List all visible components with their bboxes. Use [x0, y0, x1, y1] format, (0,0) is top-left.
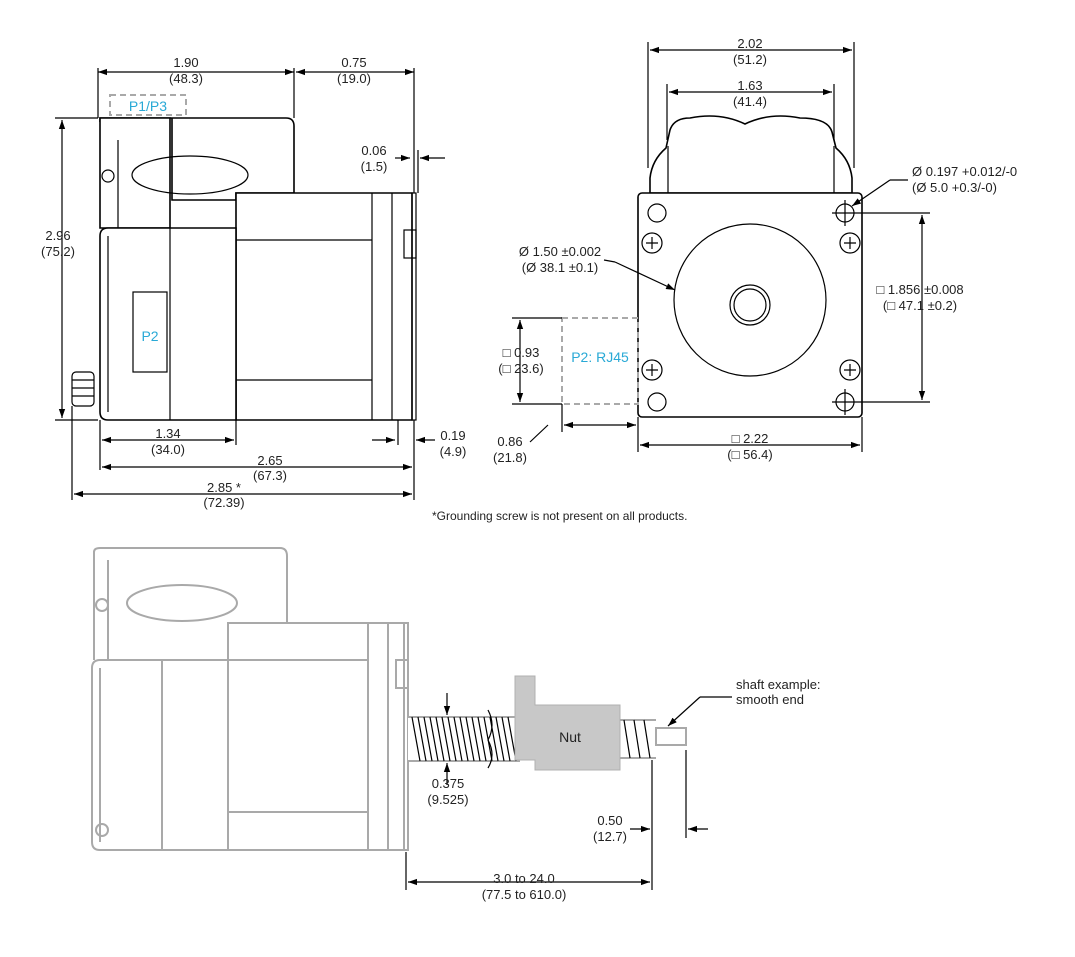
dim-202: 2.02	[737, 36, 762, 51]
dim-222: □ 2.22	[732, 431, 769, 446]
dim-rj-sq-mm: (□ 23.6)	[498, 361, 543, 376]
dim-019: 0.19	[440, 428, 465, 443]
dim-050-mm: (12.7)	[593, 829, 627, 844]
dim-296: 2.96	[45, 228, 70, 243]
dim-rj-sq: □ 0.93	[503, 345, 540, 360]
front-view: 2.02 (51.2) 1.63 (41.4) Ø 0.197 +0.012/-…	[493, 36, 1017, 465]
dim-222-mm: (□ 56.4)	[727, 447, 772, 462]
dim-006-mm: (1.5)	[361, 159, 388, 174]
dim-length-mm: (77.5 to 610.0)	[482, 887, 567, 902]
side-view: 1.90 (48.3) 0.75 (19.0) 0.06 (1.5) 2.96 …	[41, 55, 466, 510]
dim-086-mm: (21.8)	[493, 450, 527, 465]
p2-rj45-label: P2: RJ45	[571, 349, 629, 365]
dim-265-mm: (67.3)	[253, 468, 287, 483]
dim-190-mm: (48.3)	[169, 71, 203, 86]
nut-label: Nut	[559, 729, 581, 745]
dim-086: 0.86	[497, 434, 522, 449]
footnote: *Grounding screw is not present on all p…	[432, 509, 687, 523]
dim-202-mm: (51.2)	[733, 52, 767, 67]
dim-pilot-mm: (Ø 38.1 ±0.1)	[522, 260, 599, 275]
dim-134-mm: (34.0)	[151, 442, 185, 457]
dim-190: 1.90	[173, 55, 198, 70]
dim-163: 1.63	[737, 78, 762, 93]
p1p3-label: P1/P3	[129, 98, 167, 114]
dim-length: 3.0 to 24.0	[493, 871, 554, 886]
dim-285-mm: (72.39)	[203, 495, 244, 510]
dim-bolt: □ 1.856 ±0.008	[876, 282, 963, 297]
dim-285: 2.85 *	[207, 480, 241, 495]
shaft-label-2: smooth end	[736, 692, 804, 707]
screw-view: Nut shaft example: smooth end 0.375 (9.5…	[91, 547, 821, 902]
p2-label: P2	[141, 328, 158, 344]
dim-050: 0.50	[597, 813, 622, 828]
dim-134: 1.34	[155, 426, 180, 441]
dim-0375-mm: (9.525)	[427, 792, 468, 807]
dim-265: 2.65	[257, 453, 282, 468]
screw-icon	[641, 232, 861, 381]
dim-hole: Ø 0.197 +0.012/-0	[912, 164, 1017, 179]
dim-019-mm: (4.9)	[440, 444, 467, 459]
dim-075: 0.75	[341, 55, 366, 70]
dim-hole-mm: (Ø 5.0 +0.3/-0)	[912, 180, 997, 195]
dim-075-mm: (19.0)	[337, 71, 371, 86]
shaft-label-1: shaft example:	[736, 677, 821, 692]
dim-163-mm: (41.4)	[733, 94, 767, 109]
dim-006: 0.06	[361, 143, 386, 158]
dim-296-mm: (75.2)	[41, 244, 75, 259]
dim-0375: 0.375	[432, 776, 465, 791]
dim-bolt-mm: (□ 47.1 ±0.2)	[883, 298, 957, 313]
dim-pilot: Ø 1.50 ±0.002	[519, 244, 601, 259]
